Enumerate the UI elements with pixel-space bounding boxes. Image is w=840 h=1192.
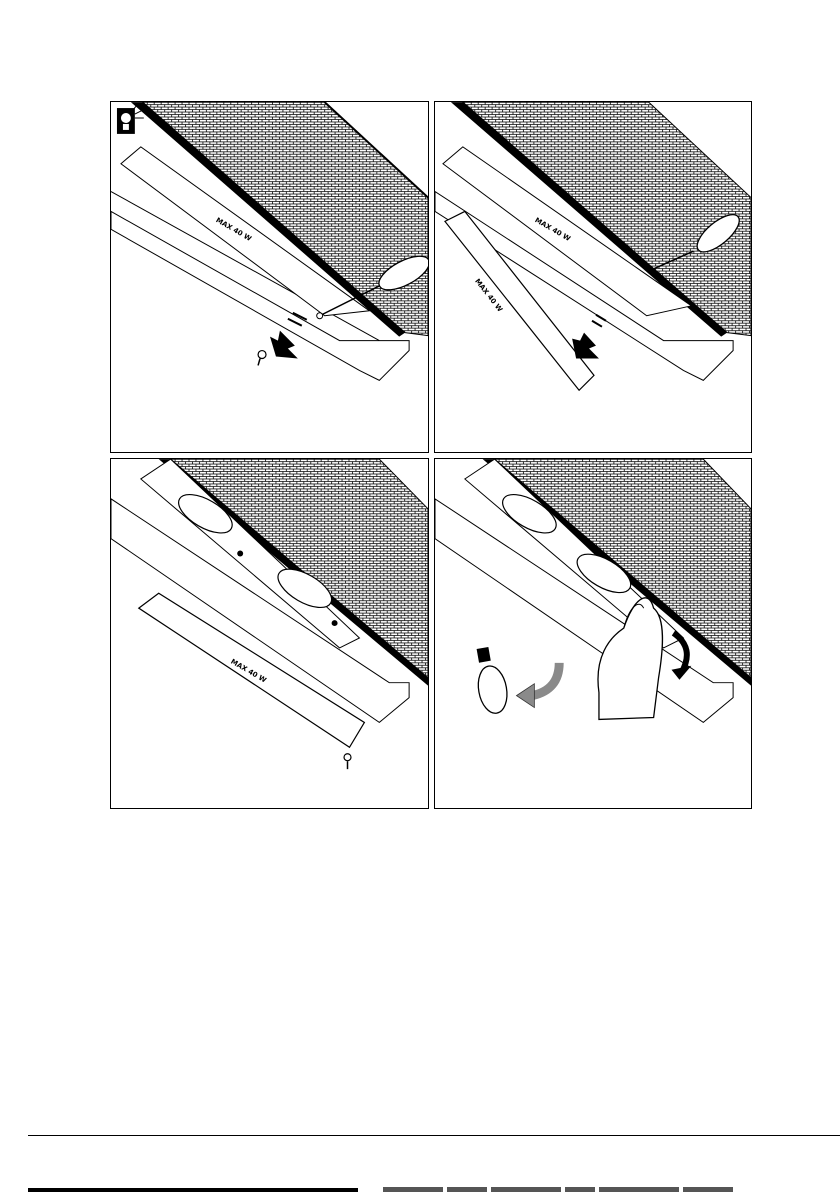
illustration-step-3: MAX 40 W <box>111 459 428 808</box>
panel-step-1: MAX 40 W <box>110 101 429 453</box>
panel-step-3: MAX 40 W <box>110 458 429 809</box>
panel-step-2: MAX 40 W MAX 40 W <box>434 101 752 453</box>
panel-step-4 <box>434 458 752 809</box>
illustration-step-1: MAX 40 W <box>111 102 428 452</box>
bulb-icon <box>475 647 511 716</box>
footer-strip <box>28 1188 358 1192</box>
slide-arrow-icon <box>572 315 606 359</box>
screw-icon <box>258 351 266 366</box>
footer-text-fragment <box>383 1187 823 1192</box>
screw-icon <box>344 754 351 769</box>
curved-arrow-icon <box>516 663 559 708</box>
illustration-step-4 <box>435 459 751 808</box>
illustration-step-2: MAX 40 W MAX 40 W <box>435 102 751 452</box>
footer-rule <box>28 1135 840 1136</box>
